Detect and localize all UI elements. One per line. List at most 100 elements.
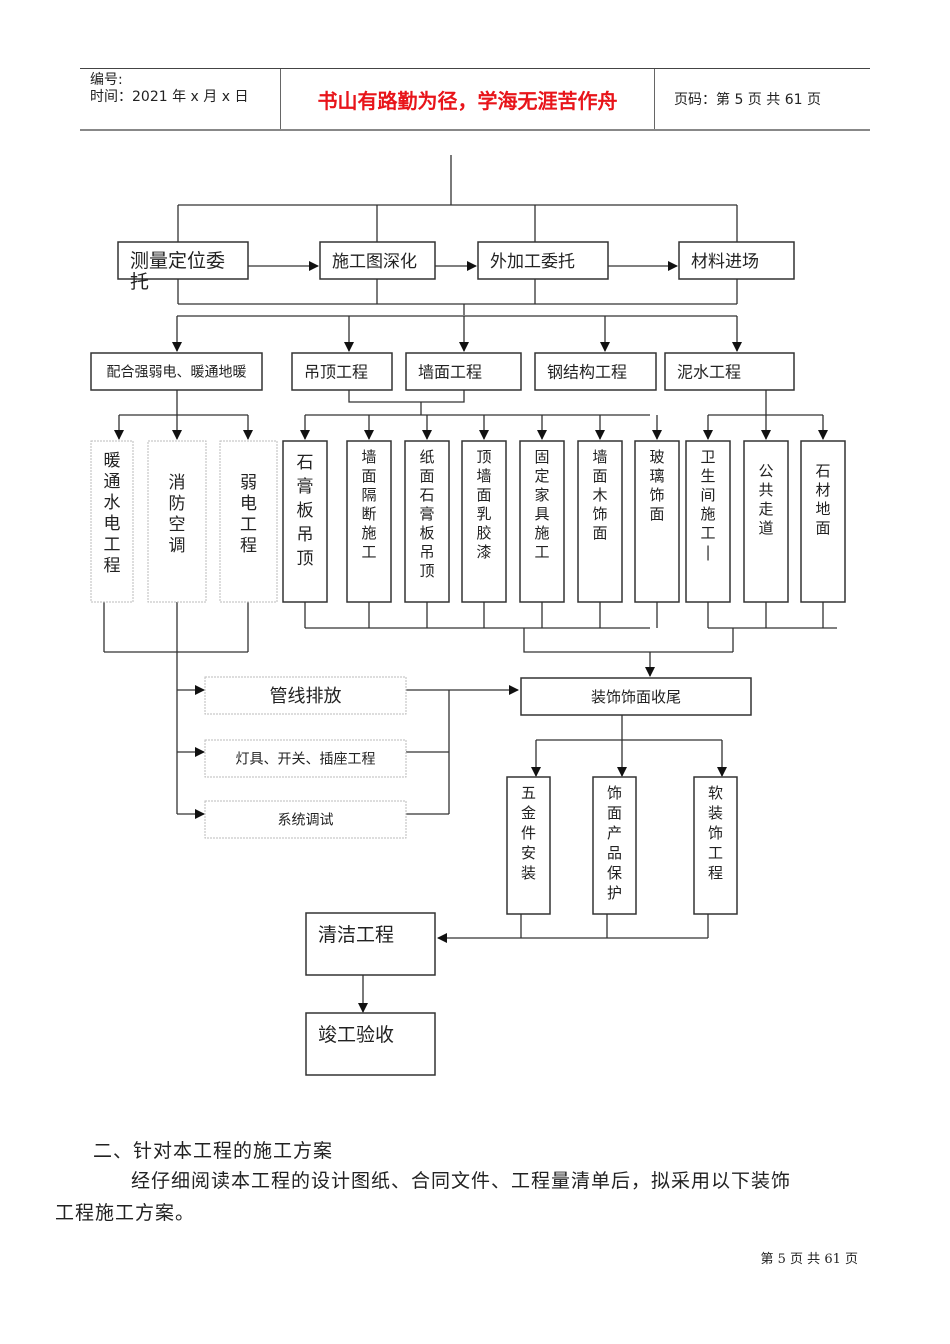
box-label-char: 道 — [758, 519, 773, 537]
box-label-char: 墙 — [361, 448, 376, 466]
box-outsourcing: 外加工委托 — [477, 241, 609, 280]
box-label-char: 饰 — [708, 824, 723, 842]
box-masonry: 泥水工程 — [664, 352, 795, 391]
box-label-char: 工 — [700, 524, 715, 542]
box-label-char: 施 — [534, 524, 549, 542]
box-label-char: 护 — [607, 884, 622, 902]
box-label-char: 弱 — [240, 473, 257, 493]
box-label-char: 石 — [419, 486, 434, 504]
box-label-char: 家 — [534, 486, 549, 504]
box-label-char: 材 — [815, 481, 830, 499]
box-label-char: 程 — [708, 864, 723, 882]
box-label-char: 膏 — [419, 505, 434, 523]
box-label: 系统调试 — [278, 813, 334, 829]
box-label-char: 墙 — [592, 448, 607, 466]
box-label-char: 顶 — [297, 549, 314, 569]
box-label-char: 面 — [649, 505, 664, 523]
box-label-char: 断 — [361, 505, 376, 523]
section-heading: 二、针对本工程的施工方案 — [93, 1140, 334, 1162]
connector-lines — [103, 155, 837, 1013]
box-label-char: 面 — [592, 467, 607, 485]
box-label-char: 面 — [607, 804, 622, 822]
page-label: 页码：第 5 页 共 61 页 — [674, 92, 821, 108]
header-meta: 编号: 时间：2021 年 x 月 x 日 — [80, 69, 281, 129]
box-label-char: 间 — [700, 486, 715, 504]
box-label-char: 隔 — [361, 486, 376, 504]
box-label-char: | — [705, 543, 710, 561]
box-mep-coordination: 配合强弱电、暖通地暖 — [90, 352, 263, 391]
box-label-char: 程 — [104, 556, 121, 576]
box-label: 配合强弱电、暖通地暖 — [107, 365, 247, 381]
box-label-char: 面 — [361, 467, 376, 485]
box-label-char: 工 — [240, 515, 257, 535]
box-label-char: 软 — [708, 784, 723, 802]
box-label-char: 共 — [758, 481, 773, 499]
box-label-char: 暖 — [104, 451, 121, 471]
box-label: 施工图深化 — [332, 252, 417, 272]
box-label-char: 膏 — [297, 476, 314, 497]
box-label-char: 面 — [476, 486, 491, 504]
box-label-char: 吊 — [297, 525, 314, 545]
box-label-char: 保 — [607, 864, 622, 882]
box-ceiling: 吊顶工程 — [291, 352, 393, 391]
box-label-char: 件 — [521, 824, 536, 842]
box-label: 墙面工程 — [418, 362, 482, 381]
box-label-char: 墙 — [476, 467, 491, 485]
box-label-char: 生 — [700, 467, 715, 485]
box-label-char: 产 — [607, 824, 622, 842]
box-label: 材料进场 — [691, 252, 759, 272]
box-label: 测量定位委 — [130, 250, 225, 272]
box-label-char: 胶 — [476, 524, 491, 542]
box-label-char: 装 — [708, 804, 723, 822]
box-label-char: 纸 — [419, 448, 434, 466]
box-label-char: 固 — [534, 448, 549, 466]
box-label-char: 品 — [607, 844, 622, 862]
box-label-char: 面 — [815, 519, 830, 537]
box-label-char: 饰 — [592, 505, 607, 523]
box-label-char: 施 — [700, 505, 715, 523]
box-label-char: 石 — [815, 462, 830, 480]
box-label-char: 定 — [534, 467, 549, 485]
box-label: 清洁工程 — [318, 924, 394, 946]
box-label-char: 施 — [361, 524, 376, 542]
box-label-char: 板 — [297, 501, 314, 521]
box-label-char: 防 — [169, 494, 186, 514]
box-label-char: 通 — [104, 472, 121, 492]
paragraph-line-1: 经仔细阅读本工程的设计图纸、合同文件、工程量清单后，拟采用以下装饰 — [131, 1170, 792, 1192]
box-label: 管线排放 — [270, 686, 342, 707]
box-label-char: 工 — [708, 844, 723, 862]
box-label: 灯具、开关、插座工程 — [236, 752, 376, 768]
box-mep-step-1: 灯具、开关、插座工程 — [204, 739, 407, 778]
box-acceptance: 竣工验收 — [305, 1012, 436, 1076]
box-label-char: 装 — [521, 864, 536, 882]
box-label-char: 具 — [534, 505, 549, 523]
box-label-char: 璃 — [649, 467, 664, 485]
box-label-char: 电 — [104, 514, 121, 534]
section-paragraph: 经仔细阅读本工程的设计图纸、合同文件、工程量清单后，拟采用以下装饰 工程施工方案… — [55, 1165, 863, 1229]
box-label-char: 乳 — [476, 505, 491, 523]
page-header: 编号: 时间：2021 年 x 月 x 日 书山有路勤为径，学海无涯苦作舟 页码… — [80, 68, 870, 131]
box-label-char: 工 — [534, 543, 549, 561]
box-label-char: 玻 — [649, 448, 664, 466]
box-label-char: 公 — [758, 462, 773, 480]
box-label: 装饰饰面收尾 — [591, 688, 681, 706]
box-label: 钢结构工程 — [547, 362, 627, 381]
box-label-char: 空 — [169, 515, 186, 535]
paragraph-line-2: 工程施工方案。 — [55, 1202, 196, 1224]
number-label: 编号: — [90, 72, 123, 88]
flow-boxes: 测量定位委托施工图深化外加工委托材料进场配合强弱电、暖通地暖吊顶工程墙面工程钢结… — [90, 241, 846, 1076]
box-label-char: 走 — [758, 500, 773, 518]
box-label: 吊顶工程 — [304, 362, 368, 381]
